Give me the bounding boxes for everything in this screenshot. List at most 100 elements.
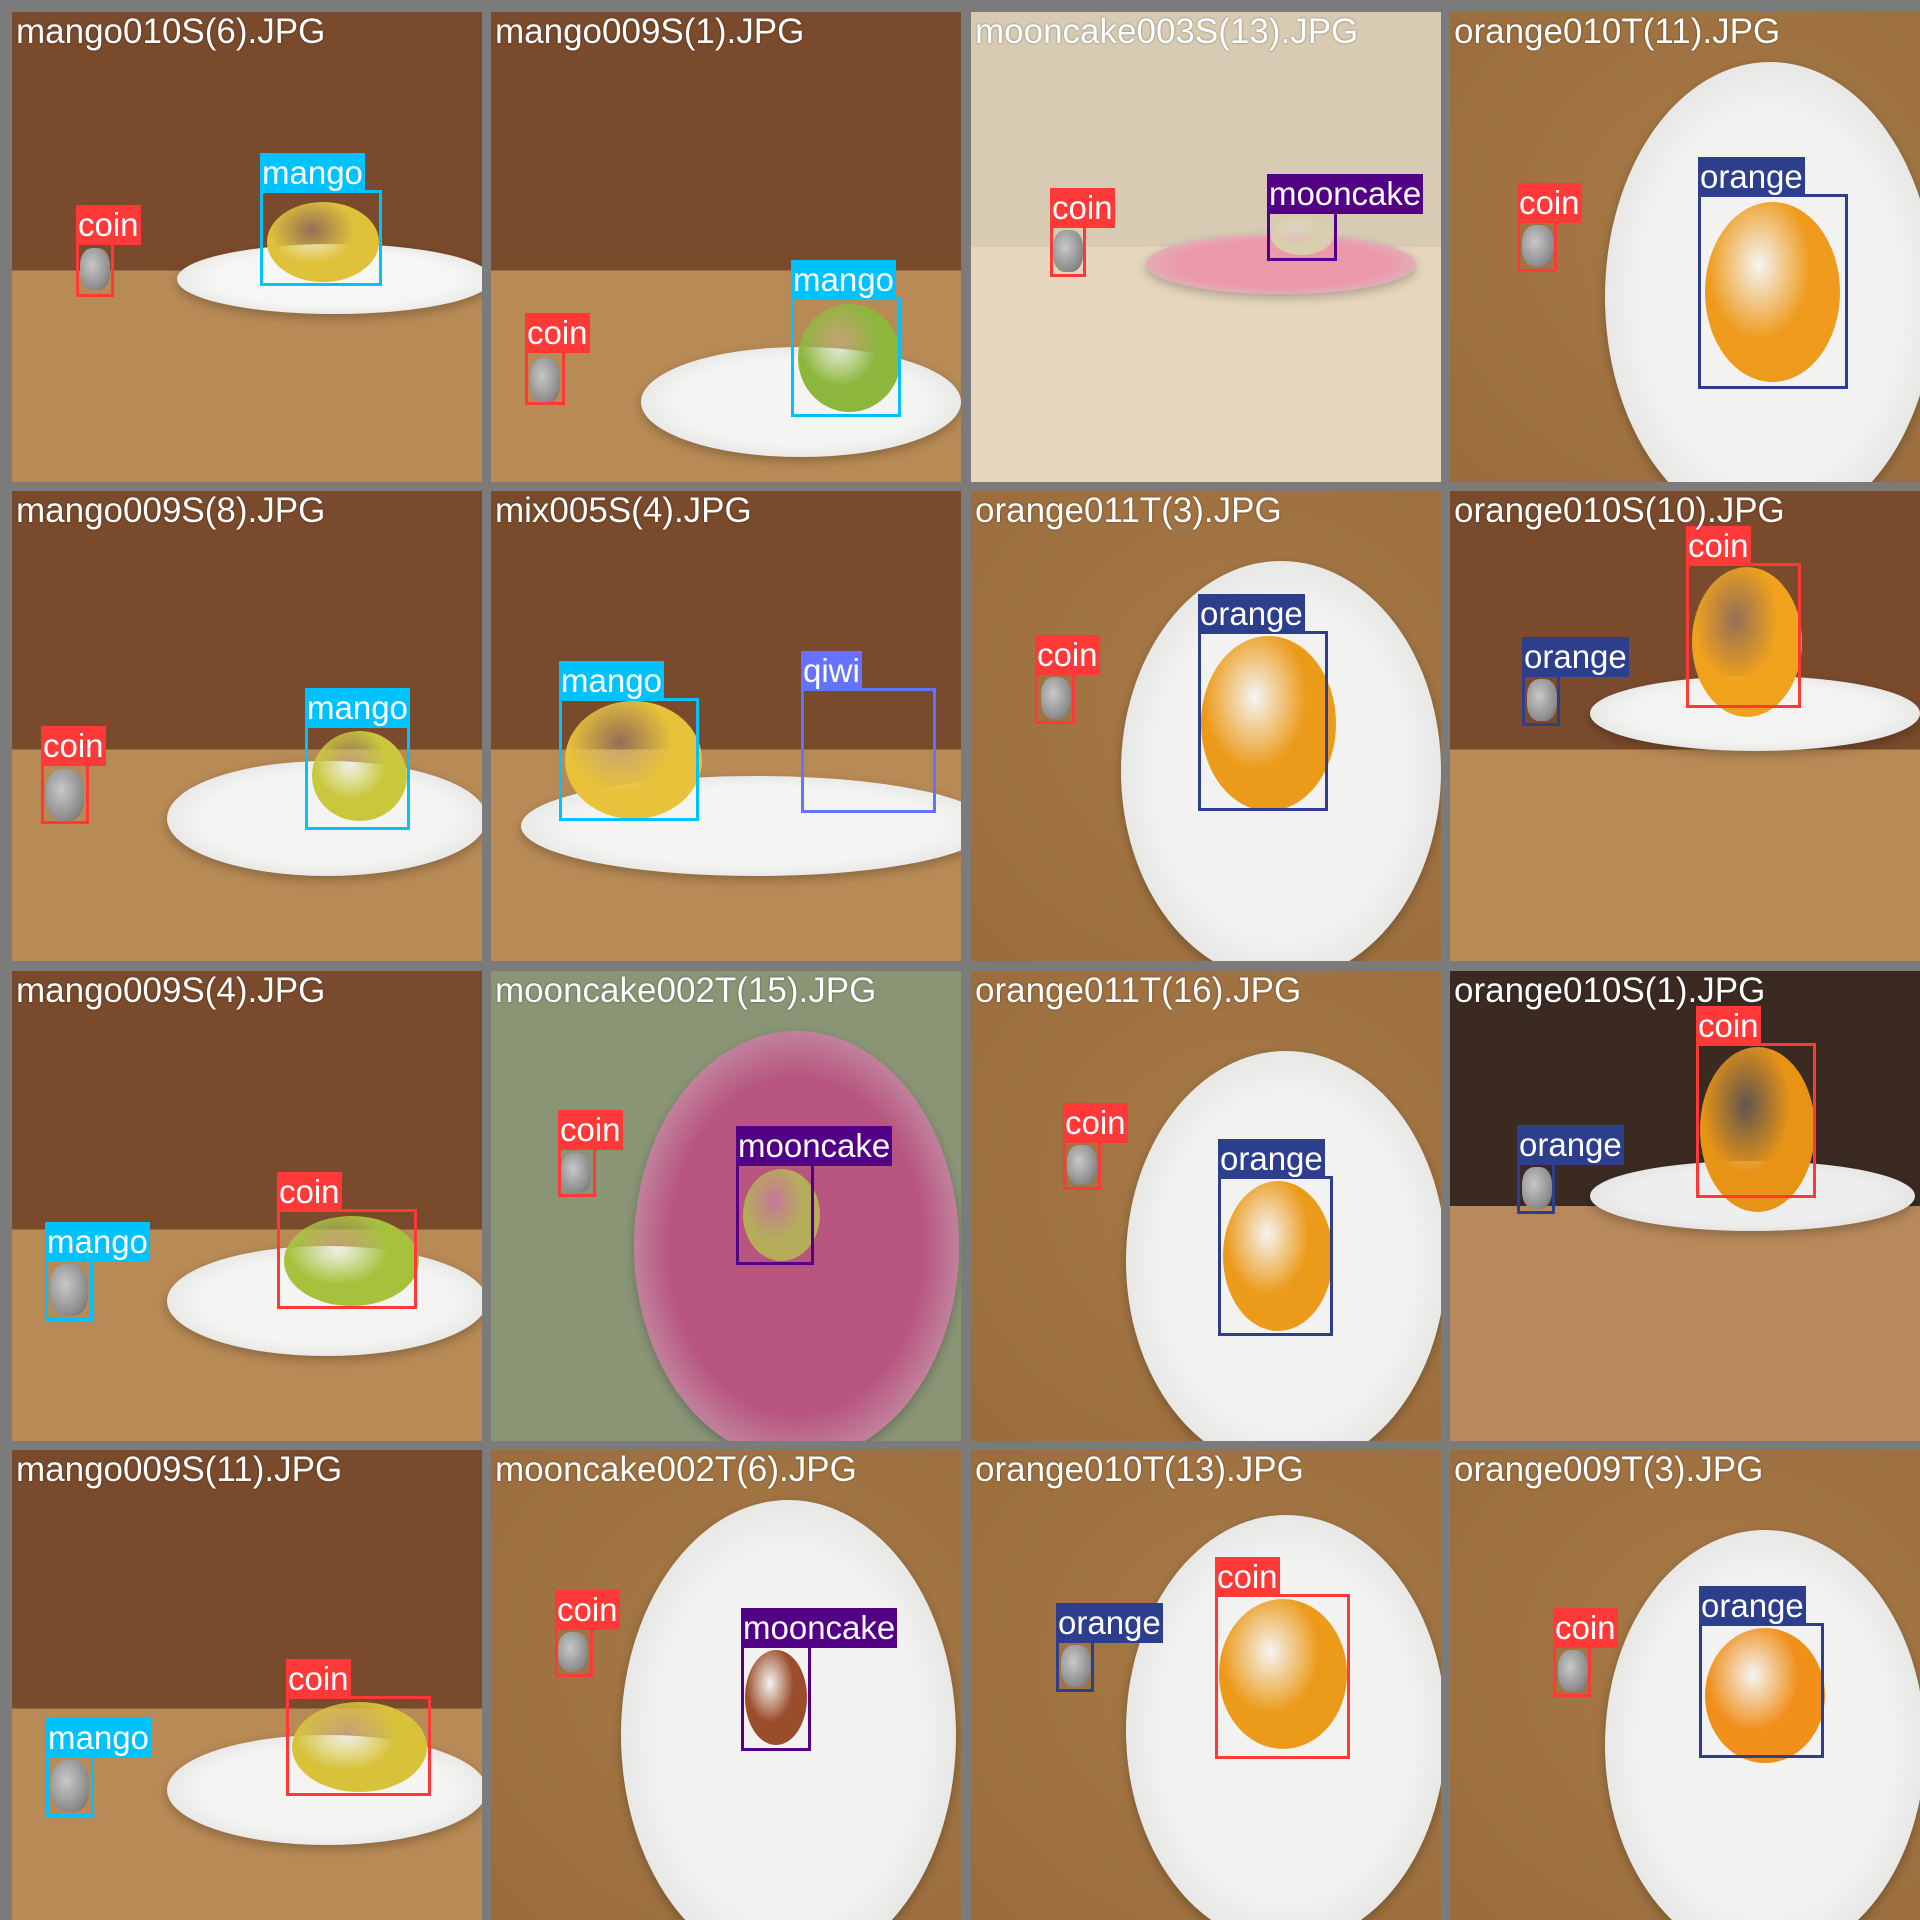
filename-label: orange011T(3).JPG [975,491,1282,530]
detection-label: mango [260,153,365,193]
image-tile: coin orange orange011T(3).JPG [971,491,1441,961]
detection-box-orange: orange [1198,594,1328,811]
filename-label: mango010S(6).JPG [16,12,326,51]
image-tile: coin mooncake mooncake003S(13).JPG [971,12,1441,482]
detection-label: qiwi [801,651,862,691]
filename-label: mango009S(11).JPG [16,1450,343,1489]
detection-box-orange: orange [1698,157,1848,389]
food-item [1223,1181,1333,1331]
filename-label: orange010S(1).JPG [1454,971,1766,1010]
image-tile: coin orange orange009T(3).JPG [1450,1450,1920,1920]
detection-label: mango [305,688,410,728]
filename-label: orange010S(10).JPG [1454,491,1785,530]
coin-object [1053,230,1083,272]
detection-label: coin [1050,188,1115,228]
detection-label: orange [1056,1603,1163,1643]
image-tile: coin orange orange011T(16).JPG [971,971,1441,1441]
detection-label: coin [558,1110,623,1150]
detection-box-mango: mango [791,260,901,417]
food-item [1692,567,1802,717]
detection-box-coin: coin [1553,1608,1618,1697]
detection-label: orange [1198,594,1305,634]
detection-box-orange: orange [1517,1125,1624,1214]
detection-box-mango: mango [260,153,382,286]
detection-box-coin: coin [1696,1006,1816,1198]
detection-box-mooncake: mooncake [736,1126,893,1265]
coin-object [1041,677,1071,719]
filename-label: orange009T(3).JPG [1454,1450,1764,1489]
food-item [798,304,901,412]
food-item [312,731,407,821]
detection-label: coin [555,1590,620,1630]
food-item [1201,636,1336,811]
detection-label: coin [41,726,106,766]
detection-box-coin: coin [1517,183,1582,272]
detection-label: mango [791,260,896,300]
detection-label: coin [1215,1557,1280,1597]
food-item [292,1702,427,1792]
filename-label: orange011T(16).JPG [975,971,1302,1010]
detection-label: orange [1522,637,1629,677]
detection-box-coin: coin [525,313,590,405]
detection-box-coin: coin [1686,526,1801,708]
food-item [1705,202,1840,382]
image-tile: coin mooncake mooncake002T(15).JPG [491,971,961,1441]
image-tile: mango coin mango009S(11).JPG [12,1450,482,1920]
food-item [743,1169,820,1261]
food-item [284,1216,419,1306]
detection-box-coin: coin [286,1659,431,1796]
detection-box-coin: coin [76,205,141,297]
detection-label: coin [1517,183,1582,223]
food-item [1705,1628,1825,1763]
detection-label: mango [559,661,664,701]
detection-box-coin: coin [41,726,106,824]
detection-box-orange: orange [1522,637,1629,726]
detection-box-mooncake: mooncake [741,1608,898,1751]
coin-object [530,358,560,403]
detection-box-orange: orange [1056,1603,1163,1692]
detection-label: coin [76,205,141,245]
photo-background [491,491,961,961]
coin-object [1522,225,1554,267]
food-item [1700,1047,1815,1212]
coin-object [1558,1650,1588,1692]
detection-label: coin [1686,526,1751,566]
detection-box-coin: coin [277,1172,417,1309]
detection-label: orange [1218,1139,1325,1179]
detection-label: orange [1517,1125,1624,1165]
detection-box-mango: mango [46,1718,151,1817]
filename-label: mix005S(4).JPG [495,491,752,530]
food-item [1271,217,1333,255]
image-tile: coin mango mango010S(6).JPG [12,12,482,482]
detection-box-coin: coin [1215,1557,1350,1759]
detection-label: coin [1063,1103,1128,1143]
detection-label: coin [1696,1006,1761,1046]
photo-background [12,971,482,1441]
coin-object [51,1760,89,1812]
detection-box-coin: coin [1063,1103,1128,1190]
detection-box-coin: coin [558,1110,623,1197]
filename-label: orange010T(13).JPG [975,1450,1304,1489]
detection-box-orange: orange [1218,1139,1333,1336]
filename-label: mooncake002T(15).JPG [495,971,877,1010]
detection-label: mooncake [741,1608,898,1648]
detection-box-coin: coin [1035,635,1100,724]
food-item [267,202,379,282]
coin-object [80,248,110,290]
detection-label: orange [1699,1586,1806,1626]
coin-object [46,769,84,821]
image-tile: mango qiwi mix005S(4).JPG [491,491,961,961]
detection-label: mango [46,1718,151,1758]
detection-label: mooncake [1267,174,1424,214]
coin-object [50,1264,88,1316]
coin-object [1522,1167,1552,1209]
detection-label: coin [286,1659,351,1699]
coin-object [558,1632,588,1672]
filename-label: mooncake003S(13).JPG [975,12,1359,51]
photo-background [12,1450,482,1920]
